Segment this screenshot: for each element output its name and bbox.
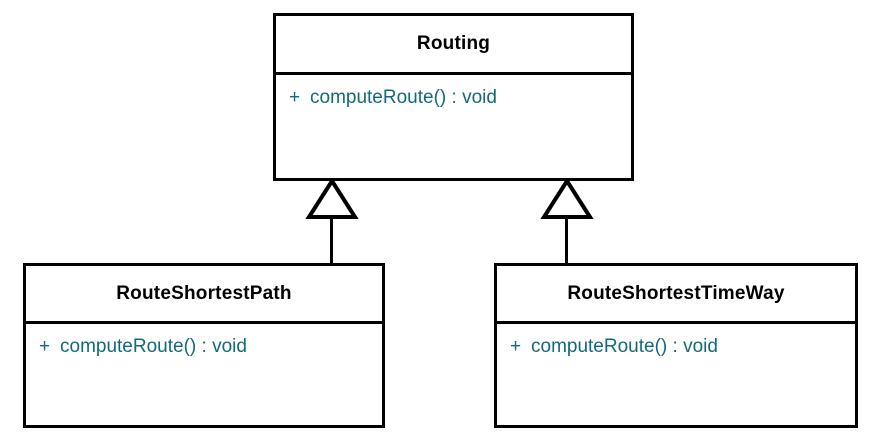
generalization-line bbox=[330, 216, 333, 265]
class-members-route-shortest-time-way: + computeRoute() : void bbox=[497, 324, 855, 425]
class-box-route-shortest-time-way[interactable]: RouteShortestTimeWay + computeRoute() : … bbox=[494, 263, 858, 428]
member-visibility-icon: + bbox=[39, 336, 51, 357]
class-name-route-shortest-time-way: RouteShortestTimeWay bbox=[497, 266, 855, 324]
class-member: + computeRoute() : void bbox=[26, 335, 382, 359]
class-members-routing: + computeRoute() : void bbox=[276, 75, 631, 178]
class-box-route-shortest-path[interactable]: RouteShortestPath + computeRoute() : voi… bbox=[23, 263, 385, 428]
inheritance-triangle-icon bbox=[540, 177, 594, 219]
member-signature: computeRoute() : void bbox=[310, 87, 497, 108]
class-name-routing: Routing bbox=[276, 16, 631, 75]
member-signature: computeRoute() : void bbox=[531, 336, 718, 357]
class-member: + computeRoute() : void bbox=[276, 86, 631, 110]
inheritance-triangle-icon bbox=[305, 177, 359, 219]
member-signature: computeRoute() : void bbox=[60, 336, 247, 357]
class-members-route-shortest-path: + computeRoute() : void bbox=[26, 324, 382, 425]
class-name-route-shortest-path: RouteShortestPath bbox=[26, 266, 382, 324]
class-box-routing[interactable]: Routing + computeRoute() : void bbox=[273, 13, 634, 181]
member-visibility-icon: + bbox=[289, 87, 301, 108]
class-member: + computeRoute() : void bbox=[497, 335, 855, 359]
member-visibility-icon: + bbox=[510, 336, 522, 357]
generalization-line bbox=[565, 216, 568, 265]
